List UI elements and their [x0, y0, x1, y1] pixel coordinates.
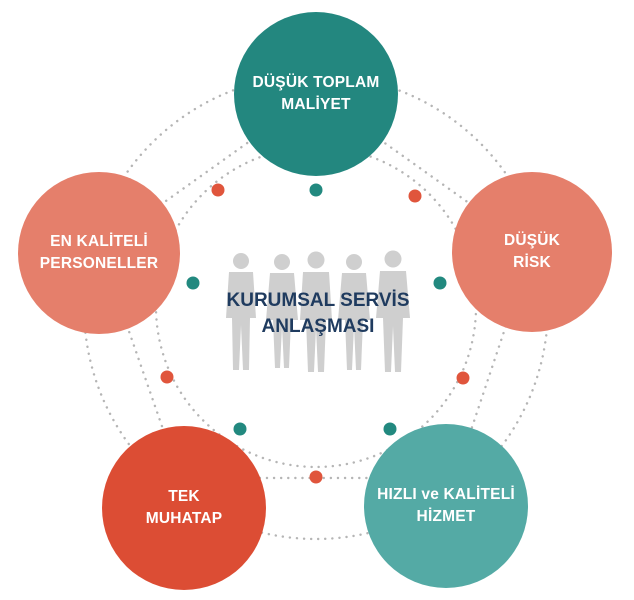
teal-dot [233, 422, 247, 436]
node-dusuk-risk: DÜŞÜK RİSK [452, 172, 612, 332]
center-title-line1: KURUMSAL SERVİS [226, 290, 410, 311]
person-silhouette [226, 253, 256, 370]
node-label-line2: MUHATAP [145, 510, 223, 527]
node-label-line2: RİSK [513, 254, 551, 271]
person-silhouette [300, 251, 332, 372]
teal-dot [186, 276, 200, 290]
business-people-silhouettes-icon [226, 250, 410, 372]
node-label-line2: MALİYET [281, 96, 351, 113]
red-dot [456, 371, 470, 385]
teal-connector-dots [186, 183, 447, 436]
red-dot [408, 189, 422, 203]
node-label-line1: DÜŞÜK TOPLAM [252, 74, 380, 91]
red-dot [309, 470, 323, 484]
red-dot [211, 183, 225, 197]
red-dot [160, 370, 174, 384]
node-label-line1: DÜŞÜK [503, 232, 561, 249]
node-en-kaliteli-personeller: EN KALİTELİ PERSONELLER [18, 172, 180, 334]
node-hizli-ve-kaliteli-hizmet: HIZLI ve KALİTELİ HİZMET [364, 424, 528, 588]
teal-dot [383, 422, 397, 436]
red-connector-dots [160, 183, 470, 484]
person-silhouette [338, 254, 370, 370]
node-label-line1: TEK [168, 488, 200, 505]
node-label-line2: PERSONELLER [39, 255, 159, 272]
node-label-line1: HIZLI ve KALİTELİ [377, 486, 515, 503]
teal-dot [433, 276, 447, 290]
person-silhouette [266, 254, 298, 368]
node-label-line2: HİZMET [416, 508, 476, 525]
node-dusuk-toplam-maliyet: DÜŞÜK TOPLAM MALİYET [234, 12, 398, 176]
teal-dot [309, 183, 323, 197]
person-silhouette [376, 250, 410, 372]
center-title-line2: ANLAŞMASI [261, 316, 375, 337]
center-title: KURUMSAL SERVİS ANLAŞMASI [205, 288, 431, 340]
node-tek-muhatap: TEK MUHATAP [102, 426, 266, 590]
node-label-line1: EN KALİTELİ [50, 233, 148, 250]
